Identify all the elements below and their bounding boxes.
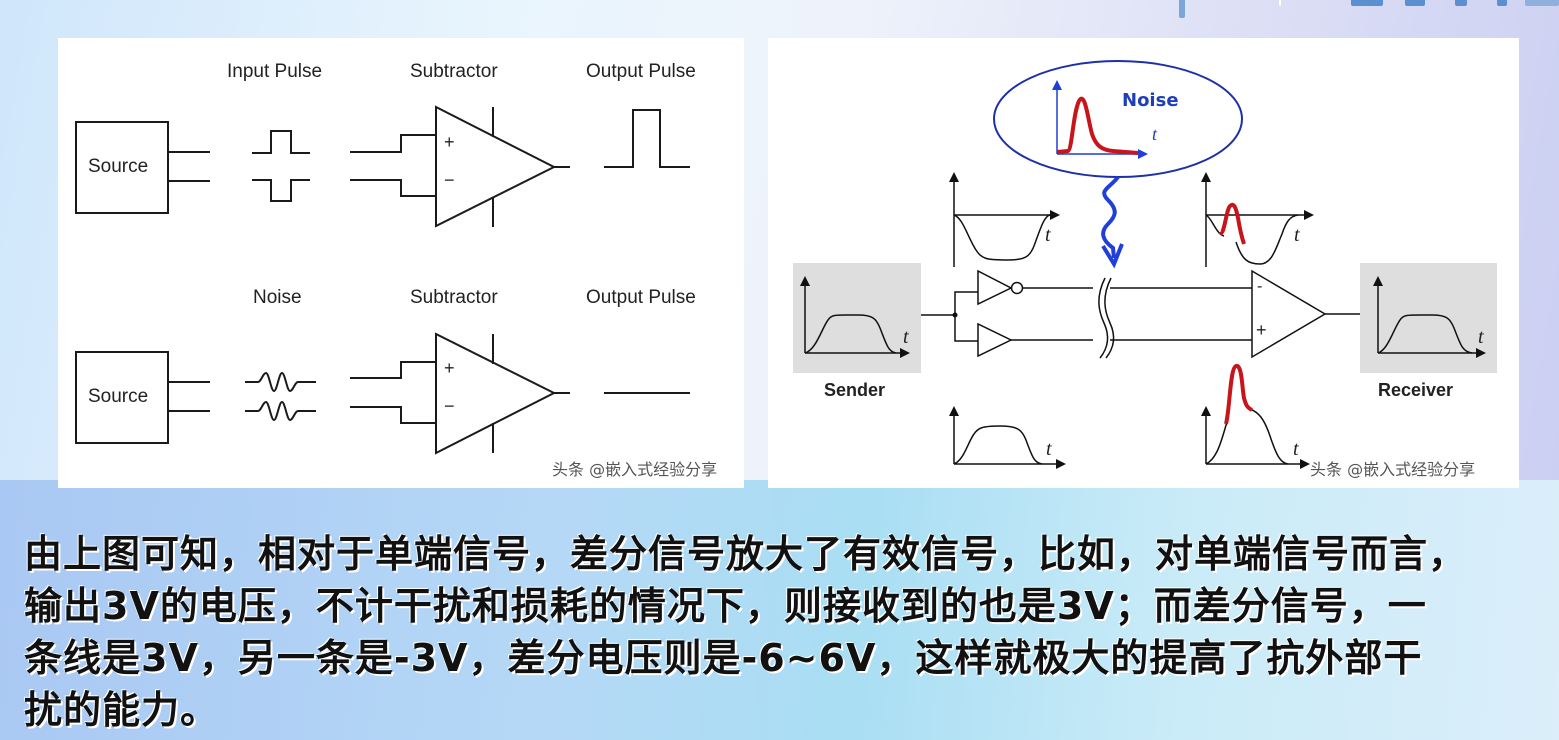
t-axis-label-receiver: t [1478, 326, 1484, 348]
source-label-bottom: Source [88, 386, 149, 407]
noise-bubble [993, 60, 1243, 178]
toolbar-icon[interactable] [1351, 0, 1383, 6]
t-axis-label-noisy: t [1294, 224, 1300, 246]
plus-sign-top: + [444, 132, 455, 152]
caption-line-4: 扰的能力。 [24, 688, 220, 732]
toolbar-icon[interactable] [1405, 0, 1425, 6]
noise-title: Noise [253, 287, 302, 308]
toolbar-icon[interactable] [1455, 0, 1467, 6]
source-label-top: Source [88, 156, 149, 177]
sender-label: Sender [824, 380, 886, 400]
left-diagram-drawing [75, 105, 690, 455]
t-axis-label-sender: t [903, 326, 909, 348]
input-pulse-title: Input Pulse [227, 61, 323, 82]
explanation-caption: 由上图可知，相对于单端信号，差分信号放大了有效信号，比如，对单端信号而言， 输出… [24, 528, 1554, 736]
watermark-left: 头条 @嵌入式经验分享 [552, 460, 718, 479]
t-axis-label-noise: t [1152, 124, 1158, 144]
receiver-label: Receiver [1378, 380, 1454, 400]
single-vs-differential-diagram: Source Input Pulse Subtractor Output Pul… [58, 38, 744, 488]
minus-sign-top: − [444, 170, 455, 190]
t-axis-label-inverted: t [1045, 224, 1051, 246]
right-diagram-drawing [793, 60, 1497, 469]
caption-line-2: 输出3V的电压，不计干扰和损耗的情况下，则接收到的也是3V；而差分信号，一 [24, 584, 1427, 628]
caption-line-3: 条线是3V，另一条是-3V，差分电压则是-6~6V，这样就极大的提高了抗外部干 [24, 636, 1423, 680]
t-axis-label-bottom-right: t [1293, 438, 1299, 460]
toolbar-icon[interactable] [1525, 0, 1559, 6]
toolbar-icon[interactable] [1279, 0, 1281, 6]
subtractor-title-bottom: Subtractor [410, 287, 498, 308]
source-box-top [75, 121, 169, 214]
differential-noise-diagram: Noise t t t t t t t - + Sender Receiver … [768, 38, 1519, 488]
minus-sign-bottom: − [444, 396, 455, 416]
toolbar-icon[interactable] [1179, 0, 1185, 18]
output-pulse-title-bottom: Output Pulse [586, 287, 696, 308]
output-pulse-title-top: Output Pulse [586, 61, 696, 82]
source-box-bottom [75, 351, 169, 444]
watermark-right: 头条 @嵌入式经验分享 [1310, 460, 1476, 479]
caption-line-1: 由上图可知，相对于单端信号，差分信号放大了有效信号，比如，对单端信号而言， [24, 532, 1468, 576]
amp-plus-sign: + [1256, 320, 1267, 340]
noise-bubble-label: Noise [1122, 90, 1179, 111]
subtractor-title-top: Subtractor [410, 61, 498, 82]
toolbar-icon[interactable] [1497, 0, 1507, 6]
sender-box [793, 263, 921, 373]
amp-minus-sign: - [1257, 278, 1263, 295]
top-toolbar-icons [1139, 0, 1559, 18]
t-axis-label-bottom-left: t [1046, 438, 1052, 460]
receiver-box [1360, 263, 1497, 373]
slide-background [0, 480, 1559, 740]
plus-sign-bottom: + [444, 358, 455, 378]
